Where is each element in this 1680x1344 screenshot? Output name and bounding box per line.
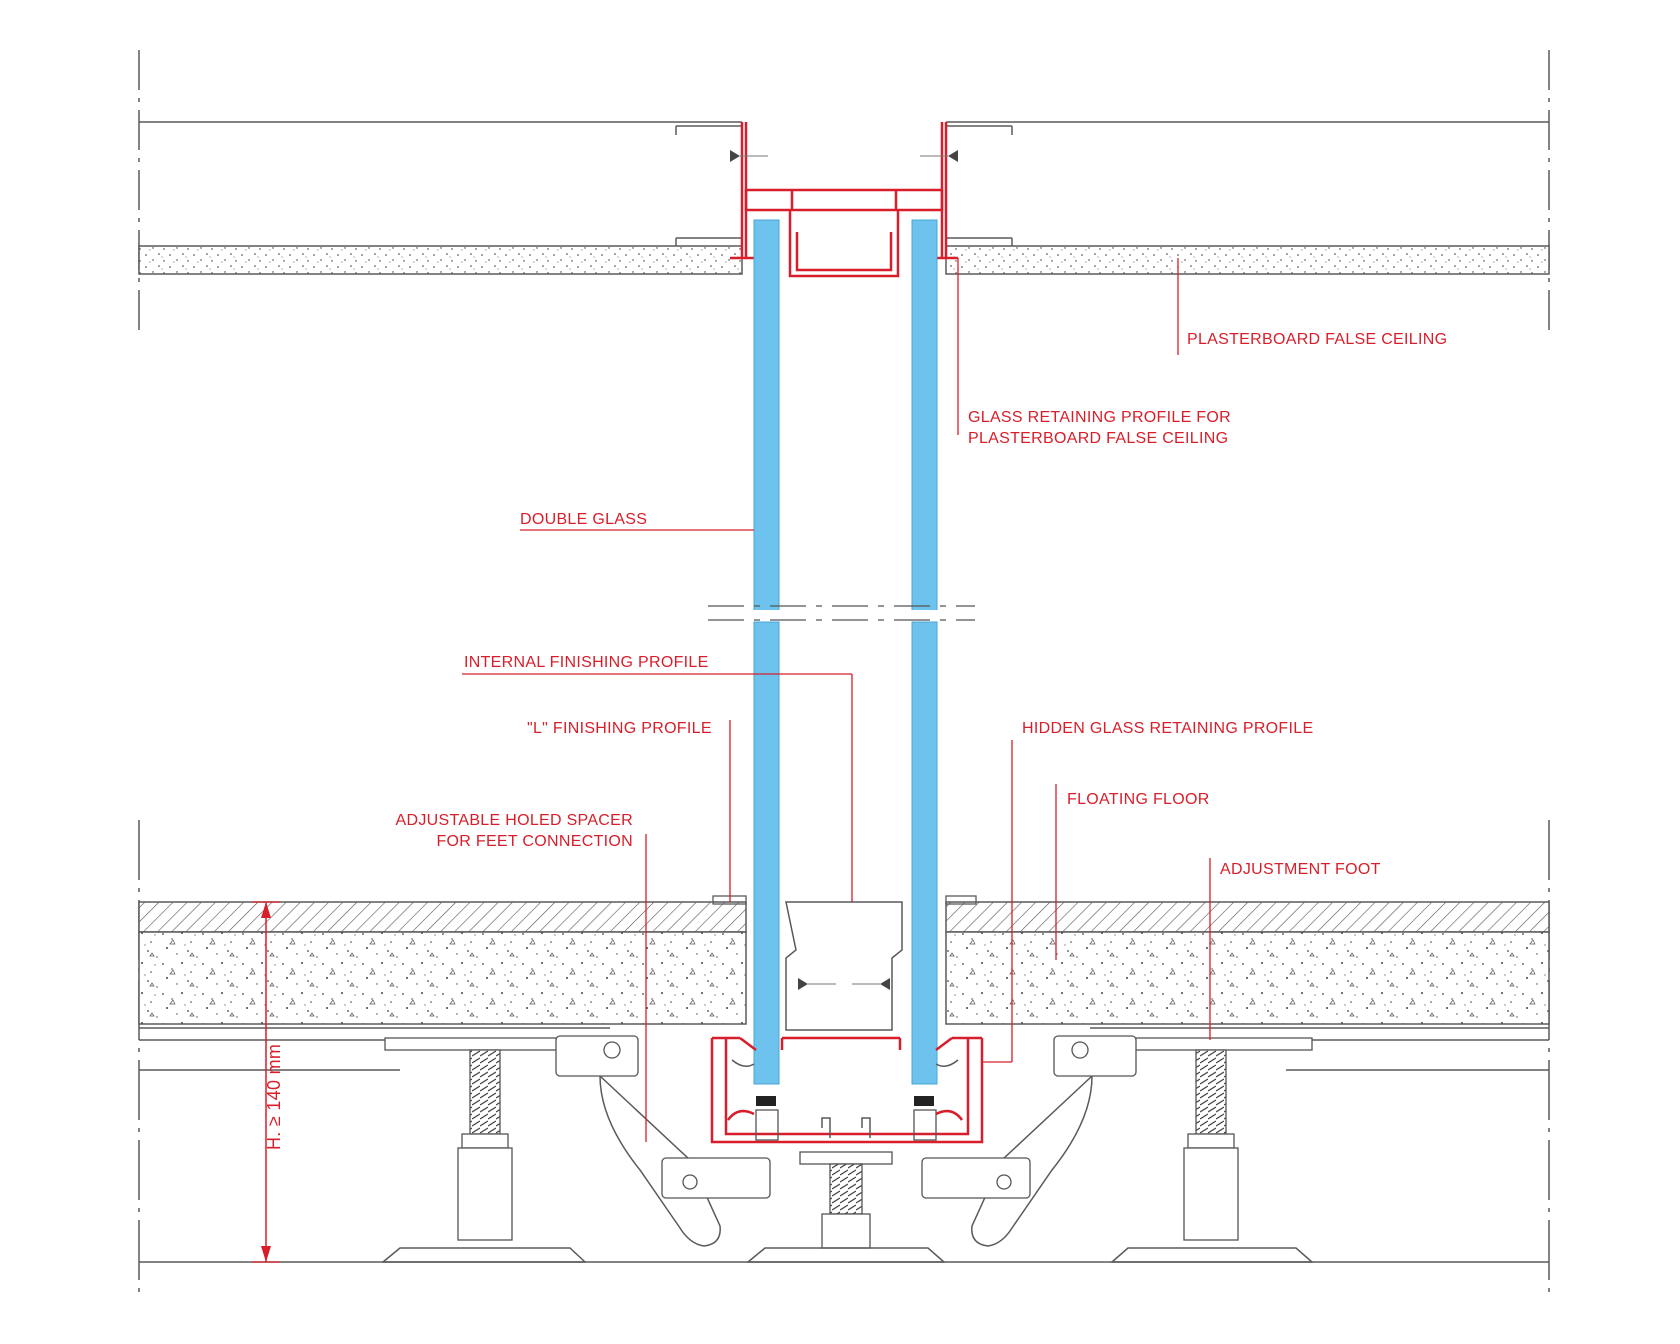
boundary-lines <box>138 50 1550 1300</box>
false-ceiling-right <box>945 121 1550 275</box>
label-floating-floor: FLOATING FLOOR <box>1067 791 1210 808</box>
floating-floor-left <box>138 895 747 1071</box>
annotation-leaders <box>462 258 1211 1142</box>
label-glass-retaining-profile-line1: GLASS RETAINING PROFILE FOR <box>968 409 1231 426</box>
label-adjustment-foot: ADJUSTMENT FOOT <box>1220 861 1381 878</box>
hidden-glass-retaining-profile <box>710 1036 984 1144</box>
label-l-finishing-profile: "L" FINISHING PROFILE <box>527 720 712 737</box>
label-internal-finishing-profile: INTERNAL FINISHING PROFILE <box>464 654 709 671</box>
label-adjustable-spacer-line1: ADJUSTABLE HOLED SPACER <box>396 812 633 829</box>
label-hidden-glass-retaining-profile: HIDDEN GLASS RETAINING PROFILE <box>1022 720 1313 737</box>
floating-floor-right <box>945 895 1550 1071</box>
label-double-glass: DOUBLE GLASS <box>520 511 647 528</box>
ceiling-glass-retaining-profile <box>730 122 958 278</box>
adjustable-spacer-right <box>921 1035 1137 1247</box>
label-glass-retaining-profile-line2: PLASTERBOARD FALSE CEILING <box>968 430 1228 447</box>
pedestal-right <box>1110 1037 1314 1263</box>
internal-finishing-profile <box>785 901 903 1031</box>
double-glass-panes <box>708 219 975 1106</box>
height-dimension: H. ≥ 140 mm <box>252 901 284 1263</box>
height-dimension-label: H. ≥ 140 mm <box>264 1044 284 1150</box>
false-ceiling-left <box>138 121 743 275</box>
adjustable-spacer-left <box>555 1035 771 1247</box>
label-plasterboard-false-ceiling: PLASTERBOARD FALSE CEILING <box>1187 331 1447 348</box>
pedestal-center <box>745 1151 946 1263</box>
label-adjustable-spacer-line2: FOR FEET CONNECTION <box>436 833 633 850</box>
pedestal-left <box>380 1037 587 1263</box>
annotation-labels: PLASTERBOARD FALSE CEILING GLASS RETAINI… <box>396 331 1448 878</box>
